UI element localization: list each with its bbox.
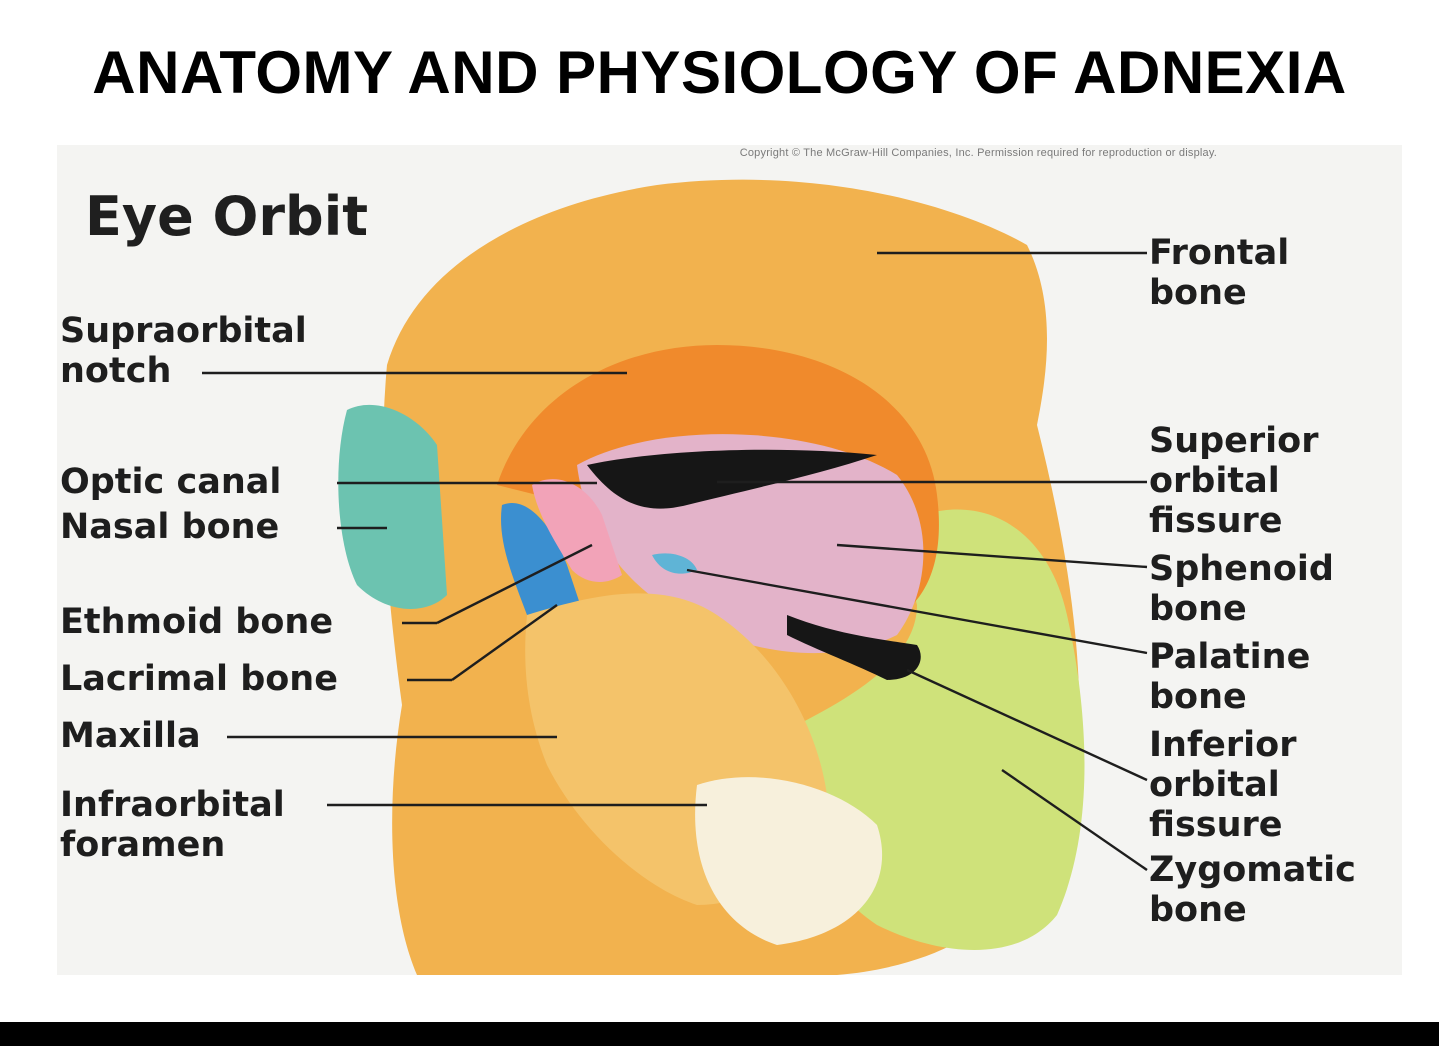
- label-zygomatic-bone: Zygomatic bone: [1149, 850, 1356, 930]
- label-palatine-bone: Palatine bone: [1149, 637, 1311, 717]
- label-ethmoid-bone: Ethmoid bone: [60, 602, 334, 642]
- label-optic-canal: Optic canal: [60, 462, 282, 502]
- orbit-illustration: [202, 179, 1148, 975]
- leader-zygomatic-bone: [1001, 769, 1148, 871]
- superior-orbital-fissure-shape: [587, 449, 877, 509]
- slide-title: ANATOMY AND PHYSIOLOGY OF ADNEXIA: [92, 39, 1347, 106]
- label-maxilla: Maxilla: [60, 716, 201, 756]
- label-lacrimal-bone: Lacrimal bone: [60, 659, 338, 699]
- leader-sphenoid-bone: [836, 543, 1148, 569]
- leader-inferior-orbital-fissure: [906, 668, 1148, 782]
- footer-bar: [0, 1022, 1439, 1046]
- leader-lacrimal-bone-diag: [451, 604, 558, 681]
- leader-palatine-bone: [686, 568, 1148, 655]
- label-infraorbital-foramen: Infraorbital foramen: [60, 785, 285, 865]
- inferior-orbital-fissure-shape: [787, 615, 921, 680]
- eye-orbit-figure: Copyright © The McGraw-Hill Companies, I…: [57, 145, 1402, 975]
- label-sphenoid-bone: Sphenoid bone: [1149, 549, 1334, 629]
- leader-lines: [202, 251, 1148, 871]
- palatine-bone-shape: [652, 553, 697, 574]
- label-frontal-bone: Frontal bone: [1149, 233, 1290, 313]
- lower-face-shape: [695, 777, 883, 945]
- copyright-notice: Copyright © The McGraw-Hill Companies, I…: [739, 147, 1217, 159]
- nasal-bone-shape: [338, 404, 447, 609]
- figure-title: Eye Orbit: [85, 185, 369, 248]
- label-inferior-orbital-fissure: Inferior orbital fissure: [1149, 725, 1297, 845]
- ethmoid-bone-shape: [532, 479, 622, 582]
- label-superior-orbital-fissure: Superior orbital fissure: [1149, 421, 1319, 541]
- label-supraorbital-notch: Supraorbital notch: [60, 311, 307, 391]
- label-nasal-bone: Nasal bone: [60, 507, 280, 547]
- leader-ethmoid-bone-diag: [436, 543, 593, 625]
